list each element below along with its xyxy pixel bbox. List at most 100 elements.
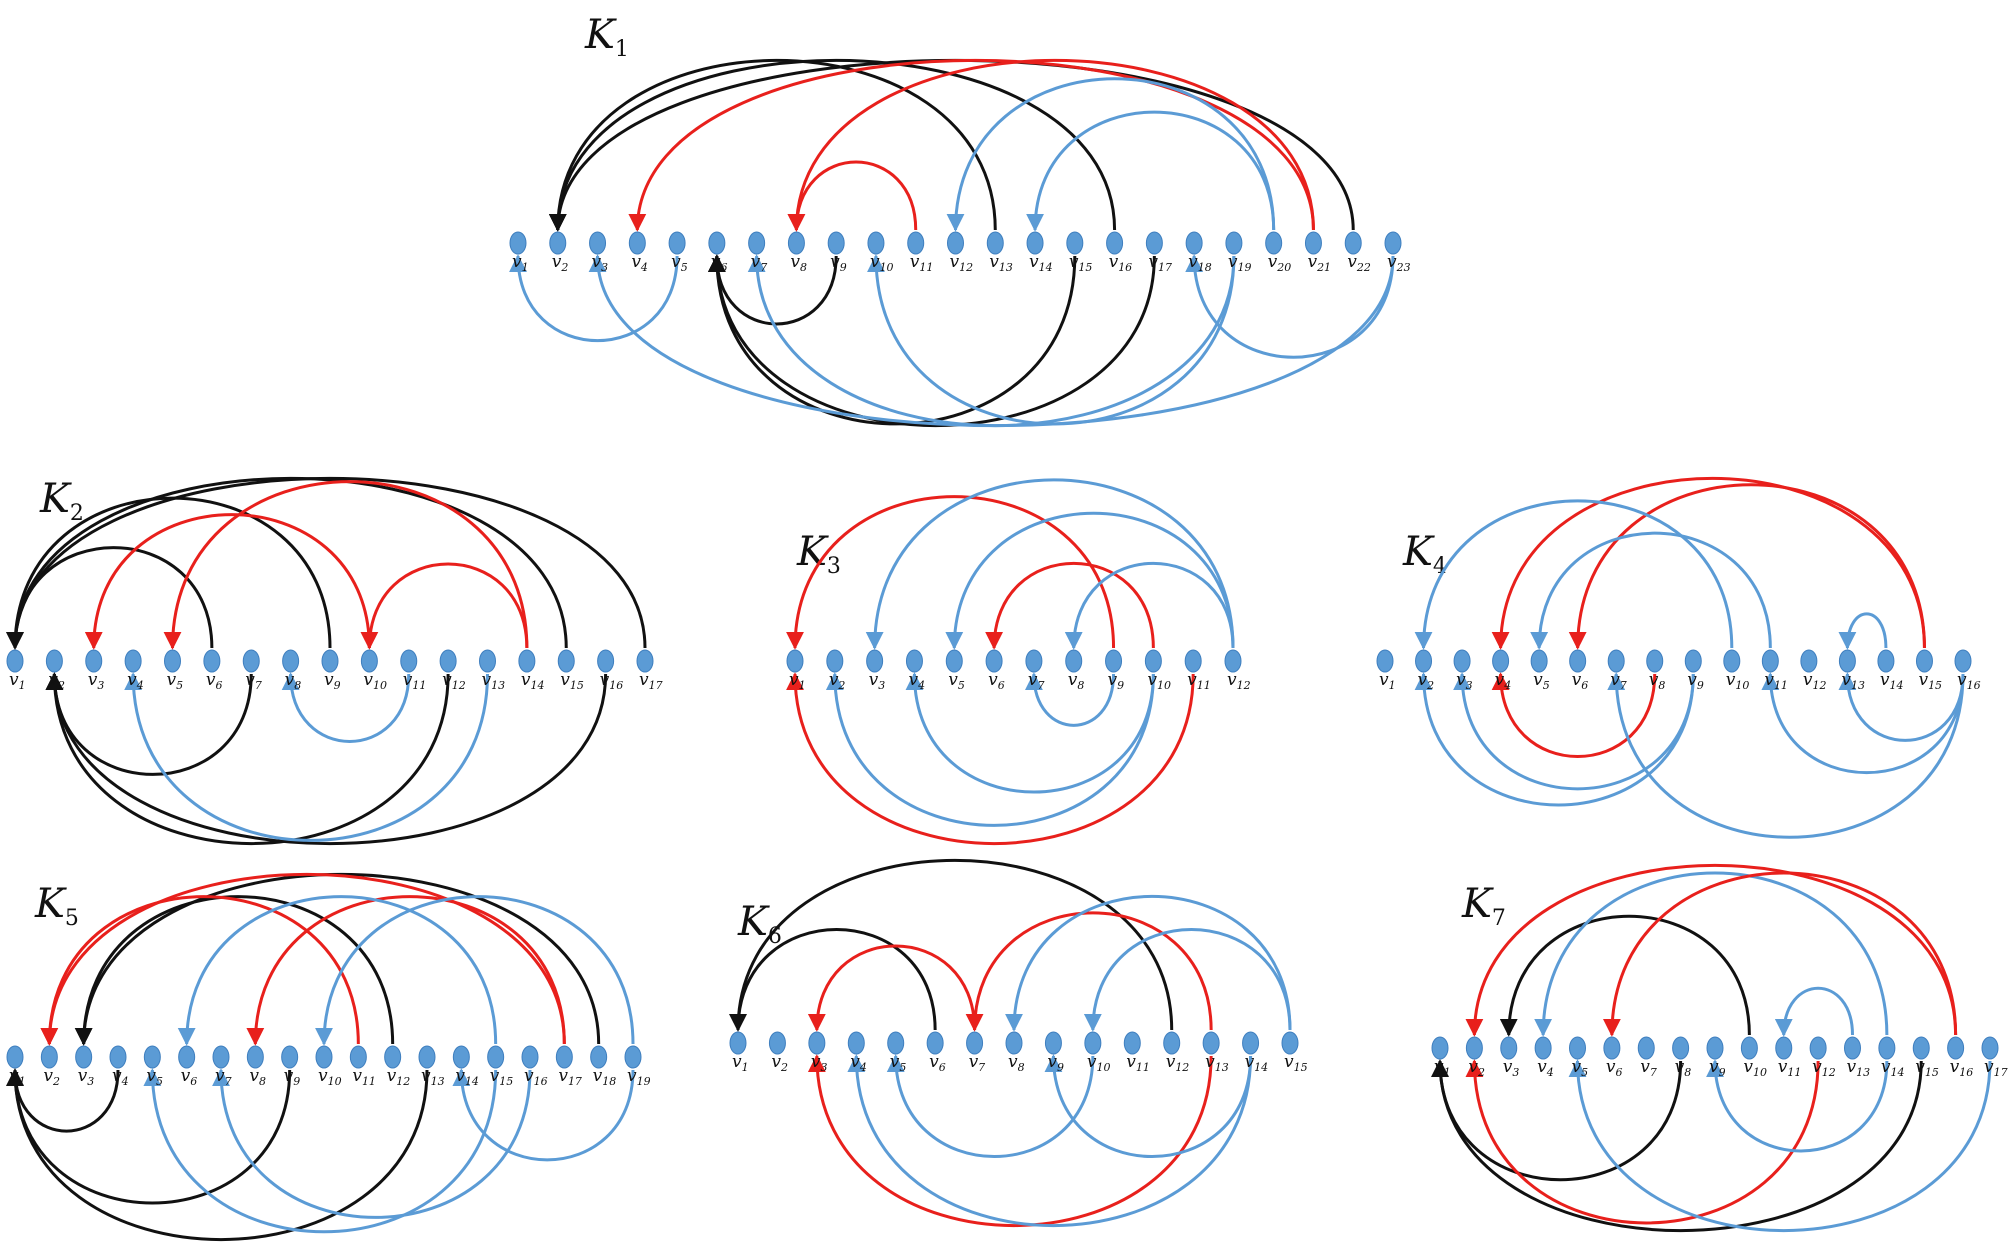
edge-blue	[1453, 672, 1695, 791]
vertex-node	[1706, 1036, 1724, 1060]
vertex-node	[985, 649, 1003, 673]
vertex-node	[847, 1031, 865, 1055]
vertex-node	[1603, 1036, 1621, 1060]
vertex-node	[768, 1031, 786, 1055]
vertex-node	[360, 649, 378, 673]
vertex-label: v18	[1188, 252, 1212, 274]
vertex-label: v11	[1778, 1057, 1802, 1079]
vertex-node	[203, 649, 221, 673]
vertex-label: v4	[631, 252, 648, 274]
vertex-label: v10	[1743, 1057, 1767, 1079]
vertex-node	[1672, 1036, 1690, 1060]
vertex-label: v2	[1468, 1057, 1485, 1079]
edge-blue	[1185, 254, 1395, 359]
vertex-node	[866, 649, 884, 673]
vertex-node	[124, 649, 142, 673]
edge-red	[787, 58, 1315, 232]
vertex-label: v8	[790, 252, 807, 274]
vertex-node	[1500, 1036, 1518, 1060]
diagram-title: K3	[796, 529, 841, 579]
vertex-node	[636, 649, 654, 673]
edge-blue	[825, 672, 1155, 827]
vertex-label: v13	[1205, 1052, 1229, 1074]
vertex-label: v13	[1841, 670, 1865, 692]
vertex-node	[321, 649, 339, 673]
edge-red	[84, 513, 371, 650]
diagram-title-symbol: K	[796, 529, 829, 575]
vertex-label: v15	[1918, 670, 1942, 692]
vertex-node	[555, 1045, 573, 1069]
vertex-node	[164, 649, 181, 673]
vertex-label: v11	[1764, 670, 1788, 692]
diagram-title-symbol: K	[1402, 529, 1435, 575]
vertex-label: v15	[1915, 1057, 1939, 1079]
vertex-label: v12	[442, 670, 466, 692]
diagram-title-symbol: K	[39, 476, 72, 522]
vertex-label: v9	[1687, 670, 1704, 692]
vertex-label: v10	[363, 670, 387, 692]
diagram-title-symbol: K	[584, 12, 617, 58]
edges	[6, 476, 647, 846]
diagram-title-symbol: K	[1461, 881, 1494, 927]
edge-blue	[588, 254, 1395, 428]
edge-black	[6, 477, 647, 650]
vertex-label: v11	[403, 670, 427, 692]
vertex-label: v16	[1950, 1057, 1974, 1079]
vertex-node	[1431, 1036, 1449, 1060]
vertex-node	[6, 649, 24, 673]
vertex-label: v8	[1008, 1052, 1025, 1074]
vertex-label: v11	[910, 252, 934, 274]
vertex-node	[907, 231, 925, 255]
vertex-label: v17	[639, 670, 663, 692]
vertex-node	[1761, 649, 1779, 673]
vertex-node	[1465, 1036, 1483, 1060]
vertex-label: v6	[988, 670, 1005, 692]
vertex-label: v6	[1572, 670, 1589, 692]
diagram-title-index: 5	[65, 906, 79, 931]
vertex-label: v9	[830, 252, 847, 274]
edge-blue	[847, 1054, 1253, 1228]
edge-blue	[1005, 894, 1292, 1032]
vertex-node	[867, 231, 885, 255]
vertex-node	[487, 1045, 505, 1069]
vertex-node	[1723, 649, 1741, 673]
vertex-label: v23	[1387, 252, 1411, 274]
vertex-label: v11	[1187, 670, 1211, 692]
vertex-label: v8	[1649, 670, 1666, 692]
diagram-title: K5	[34, 881, 79, 931]
edge-blue	[747, 254, 1236, 427]
vertex-node	[1144, 649, 1162, 673]
edge-black	[6, 1068, 429, 1242]
vertex-node	[384, 1045, 402, 1069]
edge-black	[707, 254, 1156, 428]
vertex-label: v6	[929, 1052, 946, 1074]
vertex-label: v7	[1028, 670, 1045, 692]
edge-blue	[452, 1068, 635, 1162]
vertex-node	[1954, 649, 1972, 673]
vertex-node	[1185, 231, 1203, 255]
vertex-node	[418, 1045, 436, 1069]
vertex-node	[1637, 1036, 1655, 1060]
edge-blue	[905, 672, 1155, 794]
vertex-label: v12	[1166, 1052, 1190, 1074]
vertex-node	[75, 1045, 93, 1069]
vertex-node	[1242, 1031, 1260, 1055]
edge-black	[729, 927, 937, 1032]
vertex-label: v5	[167, 670, 184, 692]
vertex-node	[1492, 649, 1510, 673]
vertex-label: v5	[146, 1066, 163, 1088]
edge-black	[729, 858, 1174, 1032]
edge-black	[45, 672, 608, 846]
vertex-label: v7	[215, 1066, 232, 1088]
edge-blue	[1706, 1059, 1889, 1153]
edge-black	[6, 1068, 120, 1133]
edge-black	[1499, 914, 1751, 1037]
diagram-title: K2	[39, 476, 84, 526]
edge-black	[1431, 1059, 1923, 1232]
vertex-node	[1025, 649, 1043, 673]
